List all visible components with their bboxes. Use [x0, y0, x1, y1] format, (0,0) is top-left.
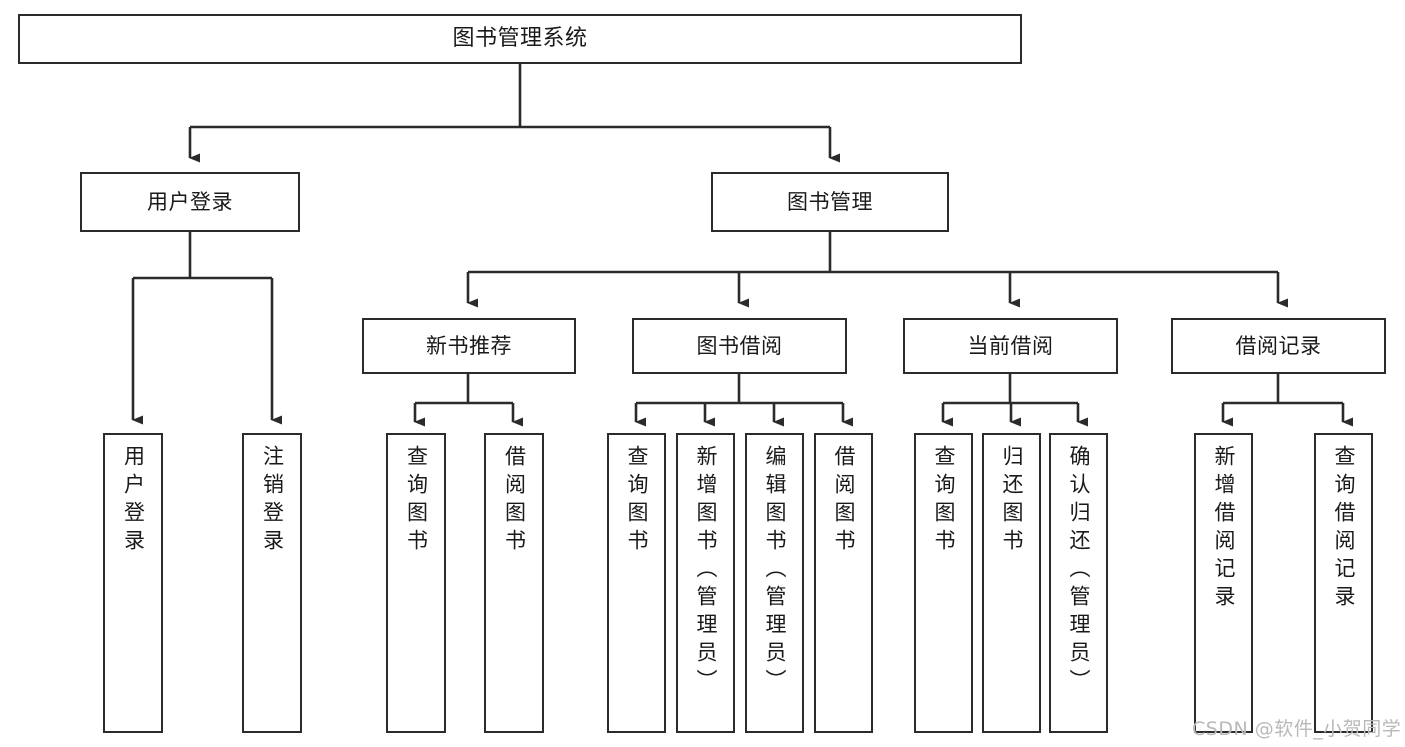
node-root-book-management-system[interactable]: 图书管理系统: [18, 14, 1022, 64]
leaf-confirm-return-admin[interactable]: 确认归还（管理员）: [1049, 433, 1108, 733]
node-label: 编辑图书（管理员）: [763, 445, 787, 697]
leaf-user-login[interactable]: 用户登录: [103, 433, 163, 733]
node-label: 借阅图书: [502, 445, 527, 557]
leaf-return-book[interactable]: 归还图书: [982, 433, 1041, 733]
node-label: 查询图书: [932, 445, 956, 557]
leaf-logout[interactable]: 注销登录: [242, 433, 302, 733]
node-borrow-record[interactable]: 借阅记录: [1171, 318, 1386, 374]
node-label: 新书推荐: [426, 333, 512, 358]
node-label: 用户登录: [147, 189, 233, 214]
node-book-management[interactable]: 图书管理: [711, 172, 949, 232]
leaf-borrow-book[interactable]: 借阅图书: [814, 433, 873, 733]
node-label: 借阅图书: [832, 445, 856, 557]
leaf-edit-book-admin[interactable]: 编辑图书（管理员）: [745, 433, 804, 733]
csdn-watermark: CSDN @软件_小贺同学: [1192, 718, 1402, 740]
node-label: 查询借阅记录: [1332, 445, 1356, 613]
node-book-borrow[interactable]: 图书借阅: [632, 318, 847, 374]
node-label: 图书借阅: [696, 333, 783, 358]
leaf-query-borrow-record[interactable]: 查询借阅记录: [1314, 433, 1373, 733]
leaf-borrow-book-recommend[interactable]: 借阅图书: [484, 433, 544, 733]
leaf-query-book-recommend[interactable]: 查询图书: [386, 433, 446, 733]
leaf-query-book-borrow[interactable]: 查询图书: [607, 433, 666, 733]
node-label: 归还图书: [1000, 445, 1024, 557]
node-new-book-recommend[interactable]: 新书推荐: [362, 318, 576, 374]
node-label: 图书管理: [787, 189, 873, 214]
node-label: 查询图书: [625, 445, 649, 557]
leaf-add-book-admin[interactable]: 新增图书（管理员）: [676, 433, 735, 733]
node-label: 新增借阅记录: [1212, 445, 1236, 613]
node-label: 当前借阅: [967, 333, 1054, 358]
node-current-borrow[interactable]: 当前借阅: [903, 318, 1118, 374]
node-label: 用户登录: [121, 445, 146, 557]
node-label: 新增图书（管理员）: [694, 445, 718, 697]
node-label: 查询图书: [404, 445, 429, 557]
leaf-query-book-current[interactable]: 查询图书: [914, 433, 973, 733]
node-label: 确认归还（管理员）: [1067, 445, 1091, 697]
node-label: 图书管理系统: [452, 26, 588, 52]
node-label: 借阅记录: [1235, 333, 1322, 358]
node-label: 注销登录: [260, 445, 285, 557]
leaf-add-borrow-record[interactable]: 新增借阅记录: [1194, 433, 1253, 733]
node-user-login[interactable]: 用户登录: [80, 172, 300, 232]
